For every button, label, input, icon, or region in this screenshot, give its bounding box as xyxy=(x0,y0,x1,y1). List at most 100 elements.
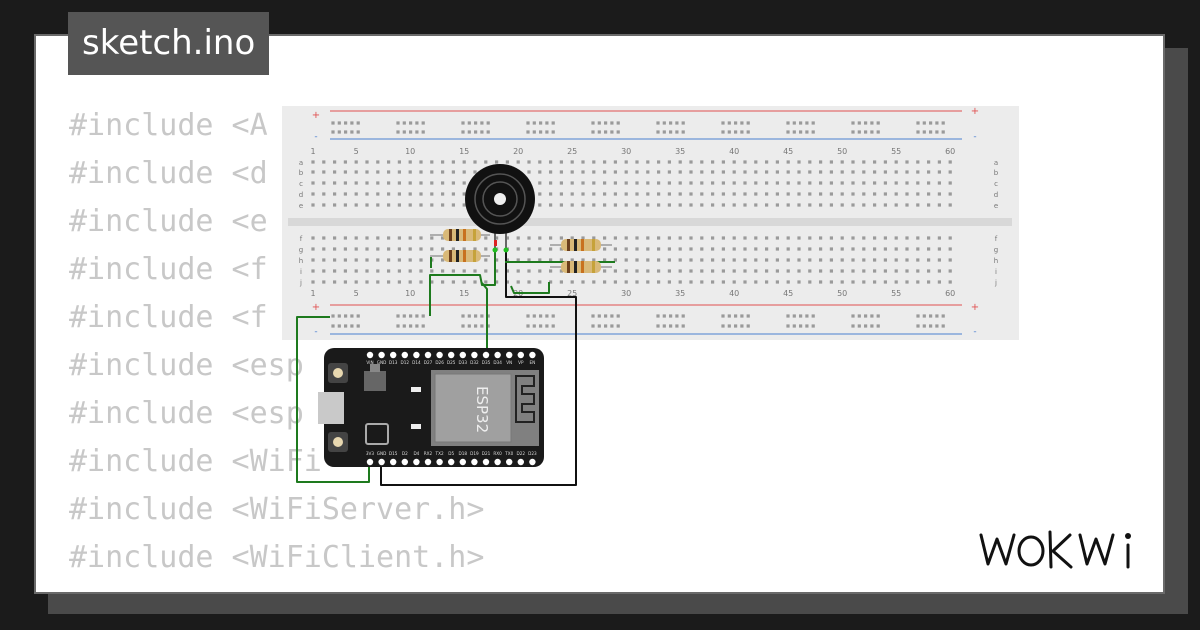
breadboard-hole[interactable] xyxy=(473,247,477,251)
breadboard-hole[interactable] xyxy=(805,130,809,134)
breadboard-hole[interactable] xyxy=(421,314,425,318)
esp32-pin[interactable] xyxy=(424,351,432,359)
breadboard-hole[interactable] xyxy=(441,269,445,273)
breadboard-hole[interactable] xyxy=(441,258,445,262)
breadboard-hole[interactable] xyxy=(480,130,484,134)
breadboard-hole[interactable] xyxy=(870,121,874,125)
breadboard-hole[interactable] xyxy=(408,269,412,273)
breadboard-hole[interactable] xyxy=(808,236,812,240)
breadboard-hole[interactable] xyxy=(591,324,595,328)
breadboard-hole[interactable] xyxy=(775,258,779,262)
breadboard-hole[interactable] xyxy=(721,236,725,240)
breadboard-hole[interactable] xyxy=(343,181,347,185)
breadboard-hole[interactable] xyxy=(581,203,585,207)
breadboard-hole[interactable] xyxy=(667,258,671,262)
breadboard-hole[interactable] xyxy=(333,170,337,174)
breadboard-hole[interactable] xyxy=(657,280,661,284)
breadboard-hole[interactable] xyxy=(397,258,401,262)
breadboard-hole[interactable] xyxy=(387,170,391,174)
breadboard-hole[interactable] xyxy=(765,203,769,207)
breadboard-hole[interactable] xyxy=(402,314,406,318)
resistor[interactable] xyxy=(550,261,612,273)
breadboard-hole[interactable] xyxy=(857,121,861,125)
breadboard-hole[interactable] xyxy=(461,324,465,328)
breadboard-hole[interactable] xyxy=(927,170,931,174)
breadboard-hole[interactable] xyxy=(805,324,809,328)
breadboard-hole[interactable] xyxy=(786,181,790,185)
breadboard-hole[interactable] xyxy=(922,130,926,134)
breadboard-hole[interactable] xyxy=(333,280,337,284)
breadboard-hole[interactable] xyxy=(711,203,715,207)
breadboard-hole[interactable] xyxy=(408,160,412,164)
breadboard-hole[interactable] xyxy=(592,160,596,164)
breadboard-hole[interactable] xyxy=(430,280,434,284)
breadboard-hole[interactable] xyxy=(430,247,434,251)
breadboard-hole[interactable] xyxy=(527,236,531,240)
breadboard-hole[interactable] xyxy=(581,160,585,164)
breadboard-hole[interactable] xyxy=(937,258,941,262)
breadboard-hole[interactable] xyxy=(746,130,750,134)
esp32-pin[interactable] xyxy=(413,458,420,466)
breadboard-hole[interactable] xyxy=(808,203,812,207)
breadboard-hole[interactable] xyxy=(840,203,844,207)
breadboard-hole[interactable] xyxy=(376,258,380,262)
breadboard-hole[interactable] xyxy=(613,160,617,164)
breadboard-hole[interactable] xyxy=(922,314,926,318)
breadboard-hole[interactable] xyxy=(948,192,952,196)
breadboard-hole[interactable] xyxy=(322,170,326,174)
breadboard-hole[interactable] xyxy=(322,258,326,262)
breadboard-hole[interactable] xyxy=(376,203,380,207)
breadboard-hole[interactable] xyxy=(819,247,823,251)
breadboard-hole[interactable] xyxy=(354,170,358,174)
breadboard-hole[interactable] xyxy=(604,314,608,318)
breadboard-hole[interactable] xyxy=(922,121,926,125)
breadboard-hole[interactable] xyxy=(792,130,796,134)
breadboard-hole[interactable] xyxy=(678,160,682,164)
breadboard-hole[interactable] xyxy=(591,314,595,318)
breadboard-hole[interactable] xyxy=(408,181,412,185)
breadboard-hole[interactable] xyxy=(851,203,855,207)
breadboard-hole[interactable] xyxy=(916,247,920,251)
breadboard-hole[interactable] xyxy=(415,324,419,328)
breadboard-hole[interactable] xyxy=(311,170,315,174)
breadboard-hole[interactable] xyxy=(365,247,369,251)
breadboard-hole[interactable] xyxy=(545,130,549,134)
breadboard-hole[interactable] xyxy=(851,130,855,134)
breadboard-hole[interactable] xyxy=(376,236,380,240)
breadboard-hole[interactable] xyxy=(862,236,866,240)
breadboard-hole[interactable] xyxy=(948,170,952,174)
breadboard-hole[interactable] xyxy=(462,160,466,164)
breadboard-hole[interactable] xyxy=(678,170,682,174)
breadboard-hole[interactable] xyxy=(743,160,747,164)
breadboard-hole[interactable] xyxy=(689,258,693,262)
esp32-pin[interactable] xyxy=(401,351,408,359)
breadboard-hole[interactable] xyxy=(333,181,337,185)
breadboard-hole[interactable] xyxy=(343,236,347,240)
breadboard-hole[interactable] xyxy=(376,181,380,185)
breadboard-hole[interactable] xyxy=(539,314,543,318)
breadboard-hole[interactable] xyxy=(396,121,400,125)
breadboard-hole[interactable] xyxy=(415,130,419,134)
breadboard-hole[interactable] xyxy=(941,130,945,134)
breadboard-hole[interactable] xyxy=(419,181,423,185)
breadboard-hole[interactable] xyxy=(559,203,563,207)
breadboard-hole[interactable] xyxy=(551,121,555,125)
breadboard-hole[interactable] xyxy=(754,269,758,273)
breadboard-hole[interactable] xyxy=(929,121,933,125)
breadboard-hole[interactable] xyxy=(657,258,661,262)
breadboard-hole[interactable] xyxy=(948,203,952,207)
breadboard-hole[interactable] xyxy=(480,314,484,318)
breadboard-hole[interactable] xyxy=(516,258,520,262)
breadboard-hole[interactable] xyxy=(570,192,574,196)
breadboard-hole[interactable] xyxy=(539,324,543,328)
breadboard-hole[interactable] xyxy=(721,203,725,207)
breadboard-hole[interactable] xyxy=(597,130,601,134)
breadboard-hole[interactable] xyxy=(667,181,671,185)
breadboard-hole[interactable] xyxy=(805,314,809,318)
breadboard-hole[interactable] xyxy=(516,269,520,273)
breadboard-hole[interactable] xyxy=(603,203,607,207)
breadboard-hole[interactable] xyxy=(610,324,614,328)
breadboard-hole[interactable] xyxy=(350,324,354,328)
breadboard-hole[interactable] xyxy=(624,258,628,262)
breadboard-hole[interactable] xyxy=(721,130,725,134)
